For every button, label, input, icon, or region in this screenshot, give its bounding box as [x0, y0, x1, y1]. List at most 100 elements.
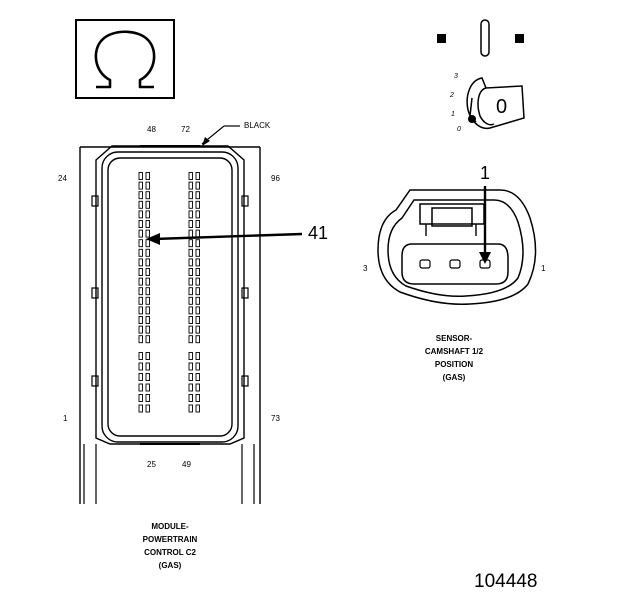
pin-cavity: [188, 277, 193, 286]
pin-cavity: [138, 248, 143, 257]
pcm-c2-connector: [79, 125, 303, 504]
pin-cavity: [195, 229, 200, 238]
pin-cavity: [188, 296, 193, 305]
pin-cavity: [195, 383, 200, 392]
pcm-c2-caption: MODULE- POWERTRAIN CONTROL C2 (GAS): [120, 520, 220, 572]
pin-cavity: [195, 220, 200, 228]
pin-cavity: [138, 373, 143, 381]
pin-cavity: [145, 181, 150, 190]
pin-cavity: [195, 325, 200, 334]
pin-cavity: [145, 373, 150, 381]
pin-cavity: [138, 352, 143, 360]
pin-41-callout: 41: [308, 223, 329, 243]
pin-cavity: [188, 362, 193, 371]
pcm-caption-line-2: POWERTRAIN: [142, 535, 198, 544]
pin-cavity: [145, 172, 150, 180]
key-position-3: 3: [454, 73, 458, 80]
sensor-pin-label-3: 3: [363, 264, 368, 273]
cmp-sensor-connector: [377, 186, 537, 305]
pin-cavity: [188, 316, 193, 324]
pin-cavity: [138, 296, 143, 305]
pin-cavities: [138, 172, 200, 413]
pin-cavity: [195, 172, 200, 180]
sensor-caption-line-1: SENSOR-: [435, 334, 473, 343]
sensor-caption: SENSOR- CAMSHAFT 1/2 POSITION (GAS): [404, 332, 504, 384]
key-position-2: 2: [450, 92, 454, 99]
pin-cavity: [145, 239, 150, 248]
pin-cavity: [138, 181, 143, 190]
pin-cavity: [188, 268, 193, 276]
pin-cavity: [195, 258, 200, 267]
key-cylinder-label: 0: [496, 96, 508, 118]
pin-cavity: [138, 200, 143, 209]
pin-cavity: [188, 373, 193, 381]
pin-cavity: [145, 287, 150, 296]
pin-cavity: [188, 229, 193, 238]
pin-label-96: 96: [271, 174, 280, 183]
pin-cavity: [138, 287, 143, 296]
pin-cavity: [145, 296, 150, 305]
pin-cavity: [188, 239, 193, 248]
pin-cavity: [138, 268, 143, 276]
pin-label-25: 25: [147, 460, 156, 469]
key-position-0: 0: [457, 126, 461, 133]
pin-cavity: [188, 325, 193, 334]
pin-cavity: [195, 210, 200, 219]
pin-cavity: [145, 200, 150, 209]
pin-cavity: [195, 268, 200, 276]
ignition-key-symbol: [437, 19, 525, 130]
pin-cavity: [145, 268, 150, 276]
pin-cavity: [138, 172, 143, 180]
pin-cavity: [138, 394, 143, 402]
pin-cavity: [145, 248, 150, 257]
pin-cavity: [145, 335, 150, 344]
pcm-caption-line-4: (GAS): [158, 561, 182, 570]
pin-cavity: [145, 191, 150, 200]
pin-cavity: [145, 316, 150, 324]
pin-cavity: [188, 248, 193, 257]
pin-cavity: [188, 220, 193, 228]
pin-cavity: [138, 277, 143, 286]
pin-cavity: [195, 277, 200, 286]
pin-cavity: [145, 394, 150, 402]
pin-cavity: [195, 352, 200, 360]
pin-label-49: 49: [182, 460, 191, 469]
pin-cavity: [145, 325, 150, 334]
pin-cavity: [195, 394, 200, 402]
pin-cavity: [188, 210, 193, 219]
pin-cavity: [195, 373, 200, 381]
pin-cavity: [145, 220, 150, 228]
figure-id: 104448: [474, 571, 538, 592]
pin-cavity: [138, 239, 143, 248]
pin-cavity: [188, 352, 193, 360]
pin-cavity: [138, 404, 143, 413]
pin-cavity: [138, 210, 143, 219]
pin-41-arrow-head: [146, 233, 160, 245]
pin-cavity: [188, 335, 193, 344]
color-leader-arrow: [202, 137, 210, 146]
pin-cavity: [188, 287, 193, 296]
pin-41-arrow-line: [153, 232, 303, 241]
pin-cavity: [138, 258, 143, 267]
pin-cavity: [138, 229, 143, 238]
pin-cavity: [138, 220, 143, 228]
pin-cavity: [195, 239, 200, 248]
key-position-1: 1: [451, 111, 455, 118]
pin-cavity: [195, 191, 200, 200]
pin-cavity: [195, 248, 200, 257]
pin-cavity: [195, 316, 200, 324]
pin-cavity: [195, 362, 200, 371]
pin-cavity: [138, 316, 143, 324]
pin-cavity: [188, 394, 193, 402]
sensor-caption-line-3: POSITION: [434, 360, 474, 369]
pin-cavity: [195, 306, 200, 315]
pin-cavity: [195, 335, 200, 344]
ohmmeter-symbol: [75, 19, 175, 99]
omega-icon: [94, 30, 156, 89]
pcm-caption-line-3: CONTROL C2: [144, 548, 196, 557]
pin-cavity: [188, 258, 193, 267]
sensor-caption-line-2: CAMSHAFT 1/2: [424, 347, 484, 356]
pin-cavity: [145, 352, 150, 360]
pin-label-1: 1: [63, 414, 68, 423]
pin-cavity: [145, 277, 150, 286]
